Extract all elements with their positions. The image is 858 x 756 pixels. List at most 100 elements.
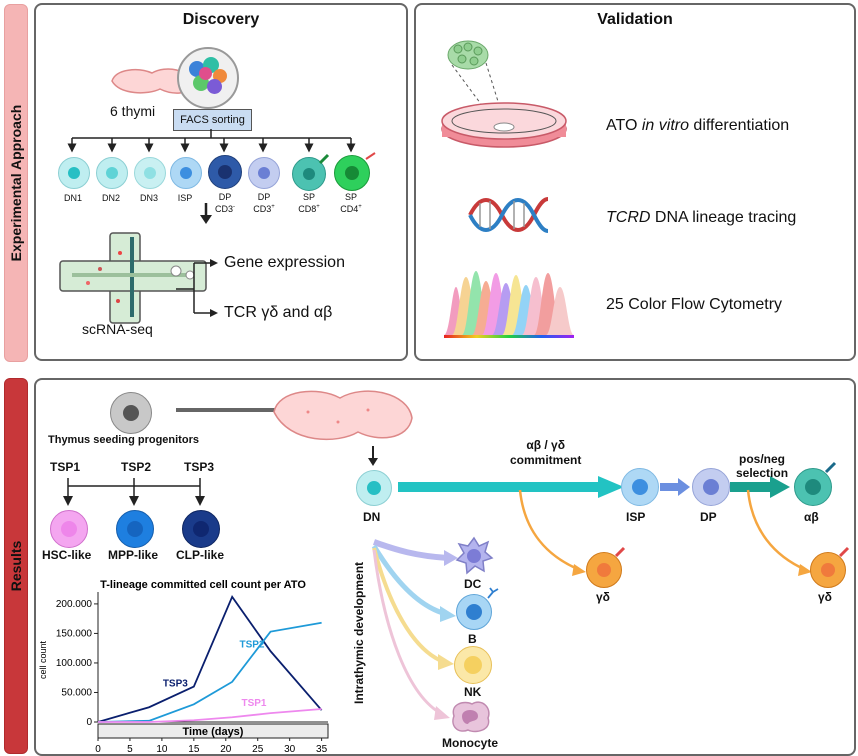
output-bracket-arrows [176,259,218,317]
discovery-panel: Discovery 6 thymi FACS sorting [34,3,408,361]
side-label-results: Results [4,378,28,754]
nk-label: NK [464,685,482,699]
isp-cell-results [621,468,659,506]
scrna-chip-icon [59,232,207,324]
gd-branch-arrows [518,489,812,576]
discovery-title: Discovery [182,11,260,28]
tcrd-label: TCRD DNA lineage tracing [606,209,797,226]
cell-label-isp: ISP [177,193,193,203]
dp-label-results: DP [700,510,717,524]
cell-label-dp-cd3neg: DP CD3- [214,192,235,214]
ato-label: ATO in vitro differentiation [606,117,790,134]
chart-title: T-lineage committed cell count per ATO [100,579,306,591]
monocyte-cell-icon [452,701,490,733]
tsp3-label: TSP3 [184,460,215,474]
dp-cell-results [692,468,730,506]
facs-sorting-box: FACS sorting [173,109,252,131]
x-tick-label: 25 [252,744,264,755]
hsc-like-cell [50,510,88,548]
flow-label: 25 Color Flow Cytometry [606,296,783,313]
ab-label: αβ [804,510,819,524]
cell-dp-cd3neg [208,155,242,189]
x-tick-label: 35 [316,744,328,755]
results-panel: Thymus seeding progenitors TSP1 TSP2 TSP… [34,378,856,756]
x-tick-label: 10 [156,744,168,755]
clp-like-cell [182,510,220,548]
cell-dn3 [134,157,166,189]
ab-receptor-icon [824,461,837,474]
y-axis-label: cell count [38,640,48,679]
gd-label-1: γδ [596,590,610,604]
side-label-experimental: Experimental Approach [4,4,28,362]
lineage-arrows [371,539,458,720]
y-tick-label: 50.000 [61,687,92,698]
cell-label-sp-cd8: SP CD8+ [298,192,320,214]
gd-cell-2 [810,552,846,588]
cell-label-dn3: DN3 [139,193,158,203]
mpp-like-cell [116,510,154,548]
thymus-results-icon [273,390,413,441]
cell-isp [170,157,202,189]
x-axis-label: Time (days) [183,726,244,738]
facs-sorting-label: FACS sorting [180,114,245,126]
tsp1-label: TSP1 [50,460,81,474]
thymi-label: 6 thymi [110,103,156,119]
series-line-tsp3 [97,594,323,723]
tsp-branch-arrows [63,478,205,506]
experimental-approach-label: Experimental Approach [8,104,24,262]
cell-dn2 [96,157,128,189]
ab-cell [794,468,832,506]
selection-label: pos/neg selection [736,452,789,480]
mpp-like-label: MPP-like [108,548,159,562]
cell-sp-cd4 [334,155,370,191]
tsp-growth-chart: T-lineage committed cell count per ATO 0 5… [38,579,329,755]
dc-cell-icon [455,536,494,575]
series-line-tsp2 [97,621,322,723]
tsp-title: Thymus seeding progenitors [48,434,199,446]
series-line-tsp1 [98,708,322,723]
b-label: B [468,632,477,646]
y-tick-label: 200.000 [56,599,93,610]
gd-label-2: γδ [818,590,832,604]
flow-cytometry-icon [444,271,574,338]
x-tick-label: 5 [127,744,133,755]
y-tick-label: 100.000 [56,658,93,669]
x-axis-label-box [97,723,329,739]
gd-receptor-icon-2 [838,546,850,558]
series-label-tsp3: TSP3 [163,679,188,690]
facs-branch-arrows [67,129,356,153]
y-tick-label: 150.000 [56,628,93,639]
hsc-like-label: HSC-like [42,548,92,562]
down-arrow [200,203,212,224]
cell-dp-cd3pos [248,157,280,189]
scrna-label: scRNA-seq [82,321,153,337]
x-tick-label: 15 [188,744,200,755]
x-tick-label: 20 [220,744,232,755]
series-label-tsp1: TSP1 [241,698,266,709]
b-receptor-icon [487,587,499,599]
cell-label-sp-cd4: SP CD4+ [340,192,362,214]
y-tick-label: 0 [86,717,92,728]
monocyte-label: Monocyte [442,736,499,750]
cell-label-dn1: DN1 [63,193,82,203]
b-cell-icon [456,594,492,630]
x-tick-label: 30 [284,744,296,755]
tcr-receptor-icon [318,153,330,165]
tcr-label: TCR γδ and αβ [224,304,333,321]
nk-cell-icon [454,646,492,684]
results-label: Results [8,540,24,592]
gene-expression-label: Gene expression [224,254,345,271]
commitment-arrow [398,476,624,498]
isp-to-dp-arrow [660,478,690,496]
cell-label-dn2: DN2 [101,193,120,203]
tsp-cell [110,392,152,434]
validation-title: Validation [597,11,673,28]
receptor-red-icon [365,152,376,160]
validation-panel: Validation ATO in vitro differentiation … [414,3,856,361]
dn-cell [356,470,392,506]
dc-label: DC [464,577,482,591]
clp-like-label: CLP-like [176,548,225,562]
dn-label: DN [363,510,381,524]
gd-receptor-icon-1 [614,546,626,558]
cell-cluster-icon [177,47,239,109]
